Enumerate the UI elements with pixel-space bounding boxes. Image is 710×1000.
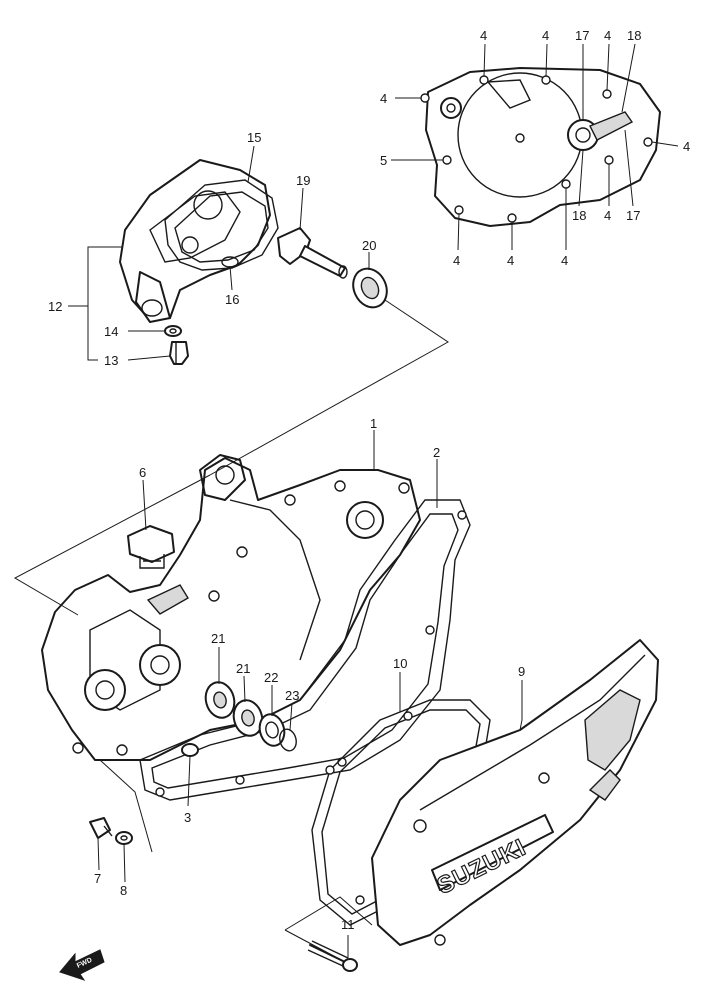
callout-21: 21 (236, 661, 250, 676)
callout-17: 17 (626, 208, 640, 223)
water-pump-housing (119, 159, 271, 323)
callout-20: 20 (362, 238, 376, 253)
dowel-pin (181, 743, 199, 757)
bearing-inner (204, 681, 236, 719)
outer-gasket-holes (325, 711, 413, 905)
callout-5: 5 (380, 153, 387, 168)
callout-18: 18 (627, 28, 641, 43)
callout-4: 4 (604, 208, 611, 223)
callout-12: 12 (48, 299, 62, 314)
water-pump-side-cover (420, 67, 661, 227)
callout-7: 7 (94, 871, 101, 886)
part-callouts: 1 2 3 4 4 4 4 4 4 4 4 4 5 6 7 8 9 10 11 … (48, 28, 690, 932)
magneto-cover: SUZUKI (371, 639, 659, 946)
crankcase-cover-bolt-bosses (72, 480, 410, 756)
callout-21: 21 (211, 631, 225, 646)
shaft-seal (258, 713, 286, 747)
bearing-outer (232, 699, 264, 737)
callout-1: 1 (370, 416, 377, 431)
callout-4: 4 (683, 139, 690, 154)
leader-lines (13, 43, 679, 963)
callout-4: 4 (561, 253, 568, 268)
water-pump-gasket (164, 179, 279, 271)
callout-10: 10 (393, 656, 407, 671)
callout-9: 9 (518, 664, 525, 679)
forward-arrow-icon: FWD (59, 949, 105, 981)
callout-6: 6 (139, 465, 146, 480)
callout-23: 23 (285, 688, 299, 703)
callout-19: 19 (296, 173, 310, 188)
callout-14: 14 (104, 324, 118, 339)
crankcase-gasket (139, 499, 471, 801)
callout-18: 18 (572, 208, 586, 223)
callout-4: 4 (453, 253, 460, 268)
cover-screw (307, 940, 358, 972)
callout-11: 11 (341, 917, 355, 932)
cover-bolt (89, 817, 113, 839)
callout-2: 2 (433, 445, 440, 460)
oil-filler-cap (127, 525, 175, 569)
callout-4: 4 (542, 28, 549, 43)
drain-washer (164, 325, 182, 337)
oil-seal (352, 267, 388, 309)
circlip (279, 728, 297, 752)
callout-16: 16 (225, 292, 239, 307)
callout-8: 8 (120, 883, 127, 898)
callout-3: 3 (184, 810, 191, 825)
callout-22: 22 (264, 670, 278, 685)
callout-4: 4 (604, 28, 611, 43)
callout-4: 4 (380, 91, 387, 106)
callout-4: 4 (507, 253, 514, 268)
bolt-washer (115, 831, 133, 845)
callout-15: 15 (247, 130, 261, 145)
drain-bolt (169, 341, 189, 365)
impeller-shaft (277, 227, 348, 279)
callout-13: 13 (104, 353, 118, 368)
gasket-holes (155, 510, 467, 797)
callout-17: 17 (575, 28, 589, 43)
callout-4: 4 (480, 28, 487, 43)
crankcase-cover (41, 454, 421, 761)
